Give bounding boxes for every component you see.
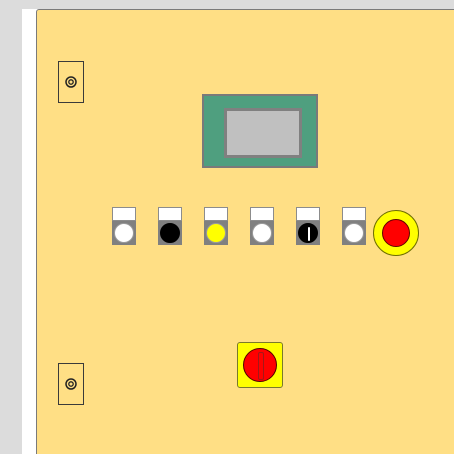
selector-switch[interactable] xyxy=(296,207,320,247)
pushbutton-3[interactable] xyxy=(204,207,228,247)
button-label-plate xyxy=(158,207,182,221)
button-label-plate xyxy=(296,207,320,221)
button-cap[interactable] xyxy=(206,223,226,243)
button-label-plate xyxy=(342,207,366,221)
pushbutton-1[interactable] xyxy=(112,207,136,247)
wall-left xyxy=(0,0,22,454)
main-switch-handle[interactable] xyxy=(258,352,264,380)
button-cap[interactable] xyxy=(160,223,180,243)
selector-indicator xyxy=(308,227,310,241)
hmi-screen[interactable] xyxy=(224,108,302,158)
hinge-lock-icon xyxy=(65,378,77,390)
button-cap[interactable] xyxy=(114,223,134,243)
hinge-top xyxy=(58,61,84,103)
pushbutton-6[interactable] xyxy=(342,207,366,247)
button-label-plate xyxy=(204,207,228,221)
hinge-lock-icon xyxy=(65,76,77,88)
selector-knob[interactable] xyxy=(298,223,318,243)
emergency-stop-head[interactable] xyxy=(382,219,410,247)
emergency-stop-button[interactable] xyxy=(373,210,419,256)
button-cap[interactable] xyxy=(344,223,364,243)
main-switch-knob[interactable] xyxy=(243,348,277,382)
wall-top xyxy=(22,0,454,9)
hinge-bottom xyxy=(58,363,84,405)
button-label-plate xyxy=(250,207,274,221)
hmi-panel[interactable] xyxy=(202,94,318,168)
main-disconnect-switch[interactable] xyxy=(237,342,283,388)
pushbutton-2[interactable] xyxy=(158,207,182,247)
pushbutton-4[interactable] xyxy=(250,207,274,247)
button-cap[interactable] xyxy=(252,223,272,243)
button-label-plate xyxy=(112,207,136,221)
